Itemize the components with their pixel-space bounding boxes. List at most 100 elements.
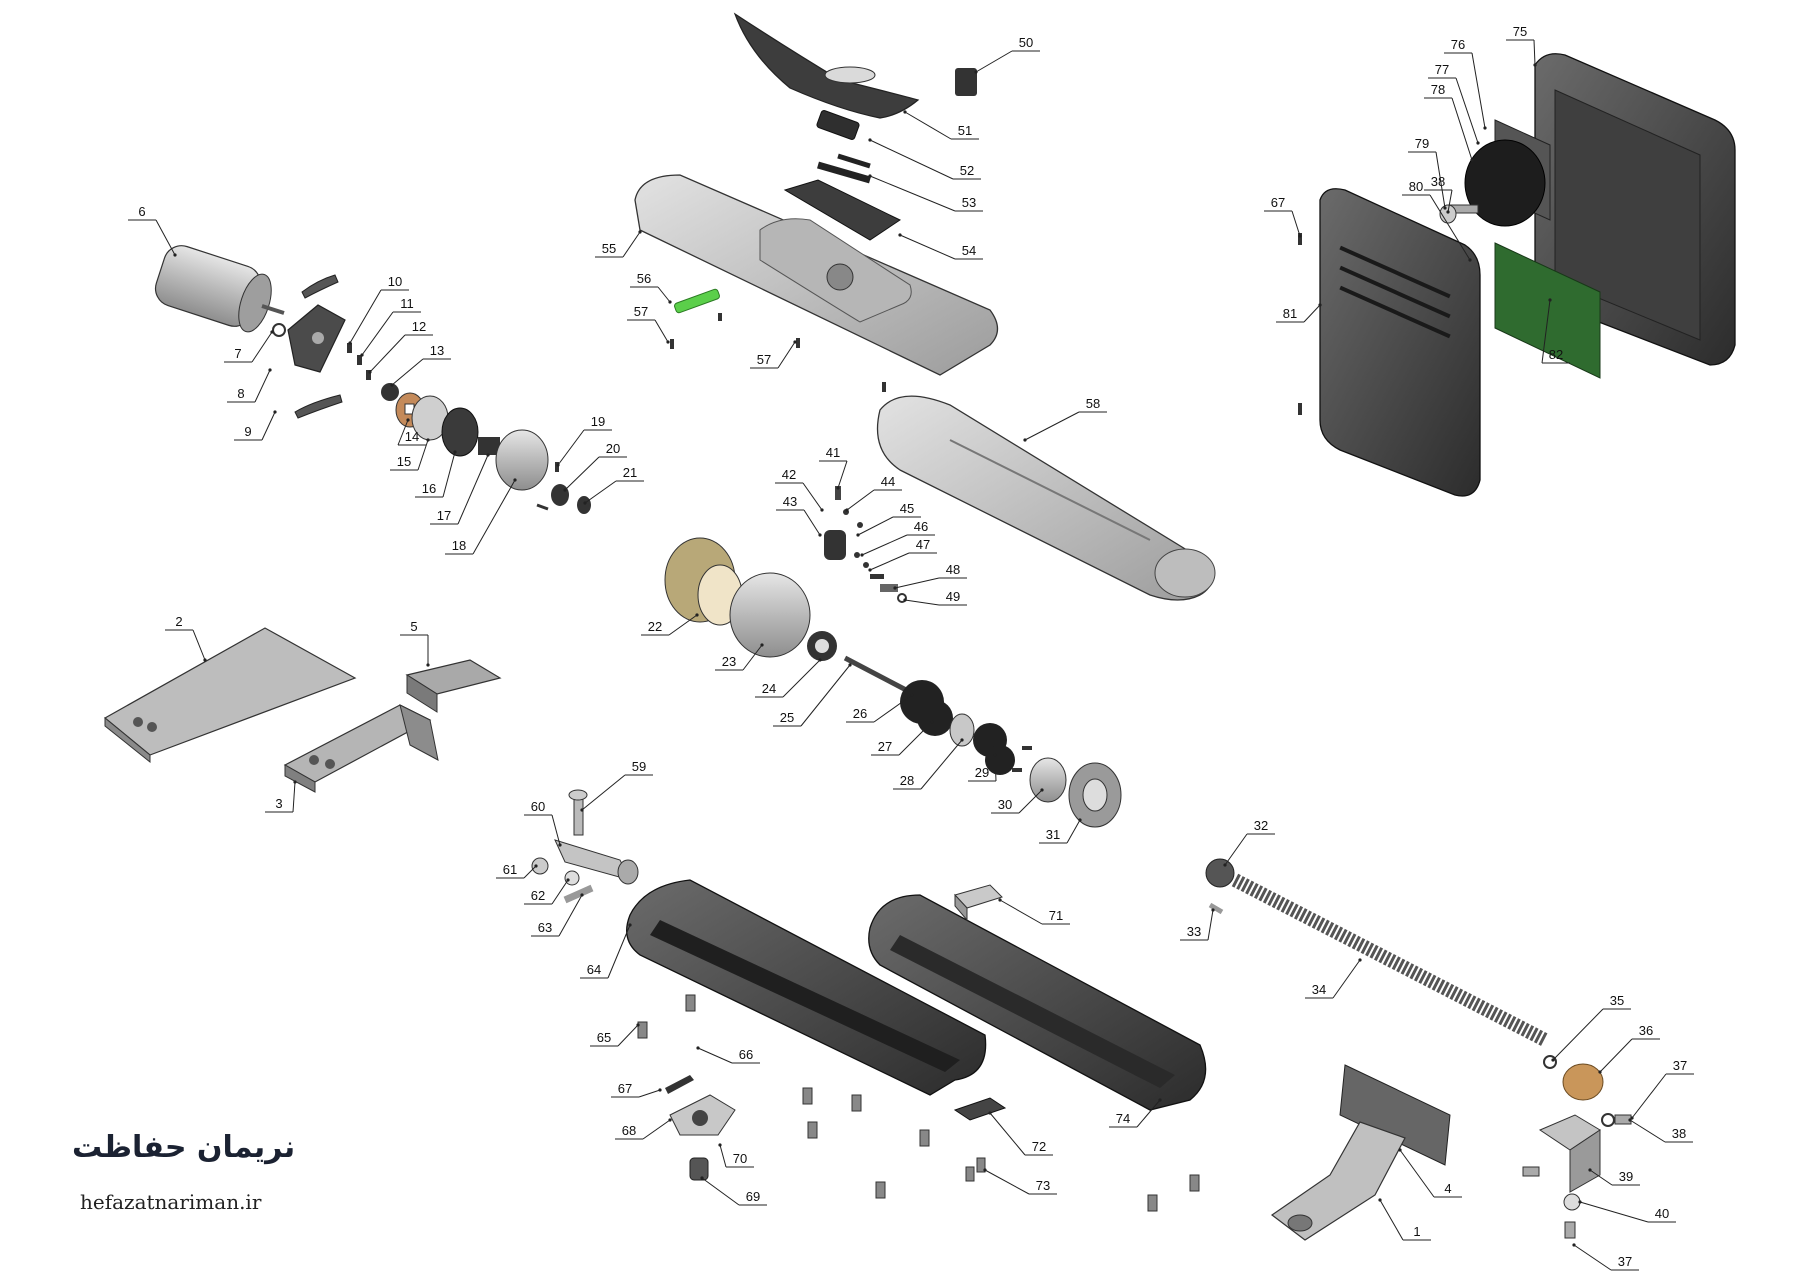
- callout-leader: [904, 111, 952, 140]
- callout-dot: [998, 898, 1002, 902]
- callout-dot: [1398, 1148, 1402, 1152]
- callout: 80: [1402, 179, 1472, 262]
- callout-leader: [802, 482, 823, 511]
- callout-leader: [551, 814, 561, 846]
- callout-dot: [898, 233, 902, 237]
- callout: 38: [1628, 1118, 1693, 1143]
- callout-number: 28: [900, 773, 914, 788]
- part-screw: [366, 370, 371, 380]
- callout-leader: [261, 411, 276, 441]
- part-coupler: [824, 530, 846, 560]
- callout-dot: [893, 586, 897, 590]
- callout-dot: [695, 613, 699, 617]
- callout-leader: [417, 439, 429, 471]
- callout: 40: [1578, 1200, 1676, 1223]
- callout-number: 11: [400, 296, 414, 311]
- callout-leader: [638, 1089, 661, 1098]
- callout-dot: [974, 70, 978, 74]
- callout-dot: [1468, 258, 1472, 262]
- callout-leader: [1589, 1169, 1613, 1186]
- callout: 68: [615, 1118, 672, 1140]
- hole: [309, 755, 319, 765]
- callout: 61: [496, 862, 538, 879]
- callout-dot: [1211, 908, 1215, 912]
- callout-dot: [1318, 303, 1322, 307]
- callout-number: 57: [634, 304, 648, 319]
- callout-number: 67: [618, 1081, 632, 1096]
- part-release-key: [955, 68, 977, 96]
- callout: 46: [860, 519, 935, 557]
- callout-dot: [1551, 1058, 1555, 1062]
- callout: 10: [348, 274, 409, 345]
- callout-number: 25: [780, 710, 794, 725]
- callout-leader: [622, 231, 641, 258]
- callout-number: 67: [1271, 195, 1285, 210]
- callout-dot: [1533, 63, 1537, 67]
- callout-leader: [369, 334, 406, 373]
- callout: 37: [1572, 1243, 1639, 1271]
- callout-leader: [558, 894, 583, 937]
- callout-number: 41: [826, 445, 840, 460]
- callout-dot: [1443, 206, 1447, 210]
- tube-end: [1154, 548, 1216, 598]
- callout-leader: [607, 924, 631, 979]
- callout: 7: [224, 330, 274, 363]
- callout: 52: [868, 138, 981, 180]
- callout-dot: [930, 720, 934, 724]
- part-box-cover: [1319, 188, 1481, 497]
- callout-number: 2: [175, 614, 182, 629]
- callout-number: 17: [437, 508, 451, 523]
- part-screw: [863, 562, 869, 568]
- callout-dot: [903, 598, 907, 602]
- hinge-barrel: [617, 859, 639, 885]
- callout-dot: [818, 658, 822, 662]
- stop-block-side: [954, 893, 968, 922]
- callout: 76: [1444, 37, 1487, 130]
- part-circuit-board: [1494, 242, 1601, 379]
- callout-leader: [523, 865, 537, 879]
- callout: 65: [590, 1023, 640, 1047]
- hole: [133, 717, 143, 727]
- callout-leader: [777, 341, 796, 369]
- callout-dot: [268, 368, 272, 372]
- callout-number: 16: [422, 481, 436, 496]
- callout-dot: [860, 553, 864, 557]
- part-screw: [357, 355, 362, 365]
- callout-dot: [868, 138, 872, 142]
- callout-dot: [820, 508, 824, 512]
- callout-leader: [742, 644, 763, 671]
- callout-leader: [1579, 1201, 1649, 1223]
- part-screw: [807, 1121, 818, 1139]
- callout-leader: [397, 419, 409, 446]
- callout-dot: [566, 878, 570, 882]
- callout-dot: [1578, 1200, 1582, 1204]
- callout-number: 6: [138, 204, 145, 219]
- callout-number: 36: [1639, 1023, 1653, 1038]
- callout-dot: [818, 533, 822, 537]
- callout-dot: [700, 1176, 704, 1180]
- tube-groove: [949, 439, 1151, 541]
- callout-dot: [1598, 1070, 1602, 1074]
- part-pin: [536, 503, 549, 511]
- callout-number: 79: [1415, 136, 1429, 151]
- callout-leader: [1332, 959, 1361, 999]
- part-screw: [1189, 1174, 1200, 1192]
- parts: [103, 12, 1736, 1241]
- part-washer: [1543, 1055, 1557, 1069]
- callout-leader: [1136, 1099, 1161, 1128]
- callout-leader: [1573, 1244, 1612, 1271]
- callout-leader: [1207, 909, 1214, 941]
- callout: 60: [524, 799, 562, 847]
- callout-dot: [368, 370, 372, 374]
- callout-dot: [1158, 1098, 1162, 1102]
- callout-number: 75: [1513, 24, 1527, 39]
- callout-number: 37: [1618, 1254, 1632, 1269]
- callout-dot: [983, 1168, 987, 1172]
- part-screw: [347, 343, 352, 353]
- callout-number: 37: [1673, 1058, 1687, 1073]
- callout-number: 72: [1032, 1139, 1046, 1154]
- callout-number: 54: [962, 243, 976, 258]
- callout: 59: [580, 759, 653, 812]
- callout-number: 27: [878, 739, 892, 754]
